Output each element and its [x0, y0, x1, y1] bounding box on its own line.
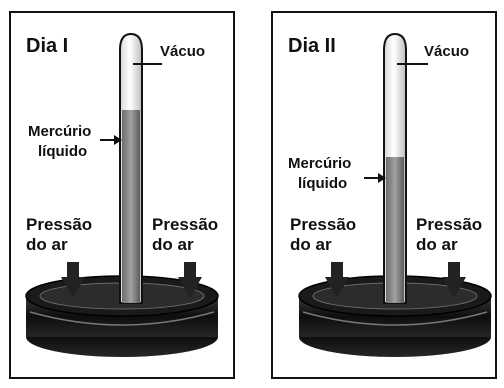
- pressure-right-line1: Pressão: [152, 215, 218, 234]
- pressure-left-line1: Pressão: [290, 215, 356, 234]
- pressure-right-line2: do ar: [152, 235, 194, 254]
- day-label: Dia II: [288, 35, 336, 57]
- mercury-label-line1: Mercúrio: [288, 155, 351, 172]
- pressure-right-line1: Pressão: [416, 215, 482, 234]
- air-pressure-arrow-left: [61, 262, 85, 298]
- mercury-label-line1: Mercúrio: [28, 123, 91, 140]
- mercury-column: [122, 110, 140, 303]
- pressure-left-line2: do ar: [26, 235, 68, 254]
- air-pressure-arrow-left: [325, 262, 349, 298]
- pressure-left-line2: do ar: [290, 235, 332, 254]
- vacuum-label: Vácuo: [424, 43, 469, 60]
- mercury-pointer-arrow: [100, 135, 122, 145]
- mercury-pointer-arrow: [364, 173, 386, 183]
- panel-day-1: Dia I Vácuo Mercúrio líquido Pressão do …: [9, 11, 235, 379]
- day-label: Dia I: [26, 35, 68, 57]
- pressure-right-line2: do ar: [416, 235, 458, 254]
- panel-day-2: Dia II Vácuo Mercúrio líquido Pressão do…: [271, 11, 497, 379]
- air-pressure-arrow-right: [442, 262, 466, 298]
- mercury-label-line2: líquido: [38, 143, 87, 160]
- mercury-dish: [25, 275, 219, 357]
- mercury-label-line2: líquido: [298, 175, 347, 192]
- pressure-left-line1: Pressão: [26, 215, 92, 234]
- mercury-column: [386, 157, 404, 303]
- air-pressure-arrow-right: [178, 262, 202, 298]
- vacuum-label: Vácuo: [160, 43, 205, 60]
